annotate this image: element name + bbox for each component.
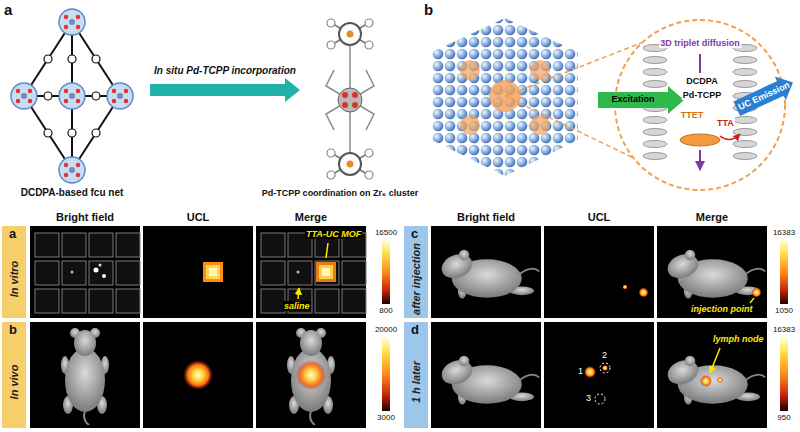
- column-header: UCL: [588, 211, 611, 224]
- sample-flakes: [71, 264, 333, 279]
- molecule-label: Pd-TCPP: [682, 90, 723, 100]
- molecule-label: DCDPA: [685, 76, 718, 86]
- colorbar: [780, 337, 788, 411]
- colorbar-value: 20000: [375, 325, 397, 334]
- colorbar-value: 16383: [773, 228, 795, 237]
- column-header: Bright field: [56, 211, 114, 224]
- colorbar-value: 16500: [375, 228, 397, 237]
- column-header: Bright field: [457, 211, 515, 224]
- annotation: injection point: [690, 304, 754, 314]
- colorbar: [382, 337, 390, 411]
- panel-letter: b: [9, 323, 17, 338]
- mouse: [438, 356, 539, 405]
- panel-letter: c: [411, 227, 418, 242]
- mof-lattice: [432, 18, 578, 176]
- colorbar: [382, 240, 390, 304]
- row-label: In vitro: [8, 261, 20, 298]
- dotted-outline: [595, 363, 610, 404]
- mouse: [61, 328, 109, 425]
- row-label: 1 h later: [410, 361, 422, 403]
- structure-caption: Pd-TCPP coordination on Zr₆ cluster: [262, 188, 418, 198]
- callout-number: 3: [586, 393, 591, 403]
- molecule: [326, 19, 374, 179]
- mouse: [438, 250, 539, 299]
- arrow-label: UC Emission: [737, 80, 792, 113]
- image-panels: [30, 226, 767, 428]
- annotation: TTA-UC MOF: [305, 229, 362, 239]
- process-label: 3D triplet diffusion: [659, 38, 741, 48]
- panel-letter: d: [411, 323, 419, 338]
- row-label: after injection: [410, 243, 422, 315]
- process-label: TTA: [716, 118, 735, 128]
- annotation: lymph node: [712, 334, 765, 344]
- leader-arrow: [298, 243, 328, 299]
- structure-caption: DCDPA-based fcu net: [21, 187, 124, 199]
- process-arrow: [150, 78, 300, 102]
- arrow-caption: In situ Pd-TCPP incorporation: [154, 65, 296, 77]
- ucl-signal: [203, 262, 336, 282]
- mouse: [287, 328, 335, 425]
- row-label-band: 1 h later: [404, 322, 428, 428]
- excitation-arrow: [598, 86, 684, 114]
- mouse: [664, 250, 765, 299]
- well-plate: [260, 232, 368, 316]
- colorbar-value: 800: [379, 306, 392, 315]
- callout-number: 2: [602, 350, 607, 360]
- arrow-label: Excitation: [611, 94, 654, 104]
- column-header: Merge: [696, 211, 728, 224]
- emission-arrow: [731, 71, 798, 121]
- tta-arrow: [720, 134, 740, 140]
- colorbar-value: 3000: [377, 413, 395, 422]
- sensitizer-disk: [680, 134, 720, 146]
- colorbar-value: 950: [777, 413, 790, 422]
- ucl-signal: [296, 360, 326, 390]
- colorbar: [780, 240, 788, 304]
- colorbar-value: 16383: [773, 325, 795, 334]
- row-label-band: In vivo: [2, 322, 26, 428]
- panel-letter: a: [9, 227, 16, 242]
- column-header: UCL: [187, 211, 210, 224]
- row-label: In vivo: [8, 365, 20, 400]
- panel-letter: b: [424, 1, 433, 18]
- mof-net: [11, 9, 133, 183]
- process-label: TTET: [680, 110, 705, 120]
- ucl-signal: [183, 360, 213, 390]
- column-header: Merge: [295, 211, 327, 224]
- well-plate: [34, 232, 142, 316]
- annotation: saline: [283, 301, 311, 311]
- callout-number: 1: [578, 366, 583, 376]
- panel-letter: a: [4, 1, 12, 18]
- colorbar-value: 1050: [775, 306, 793, 315]
